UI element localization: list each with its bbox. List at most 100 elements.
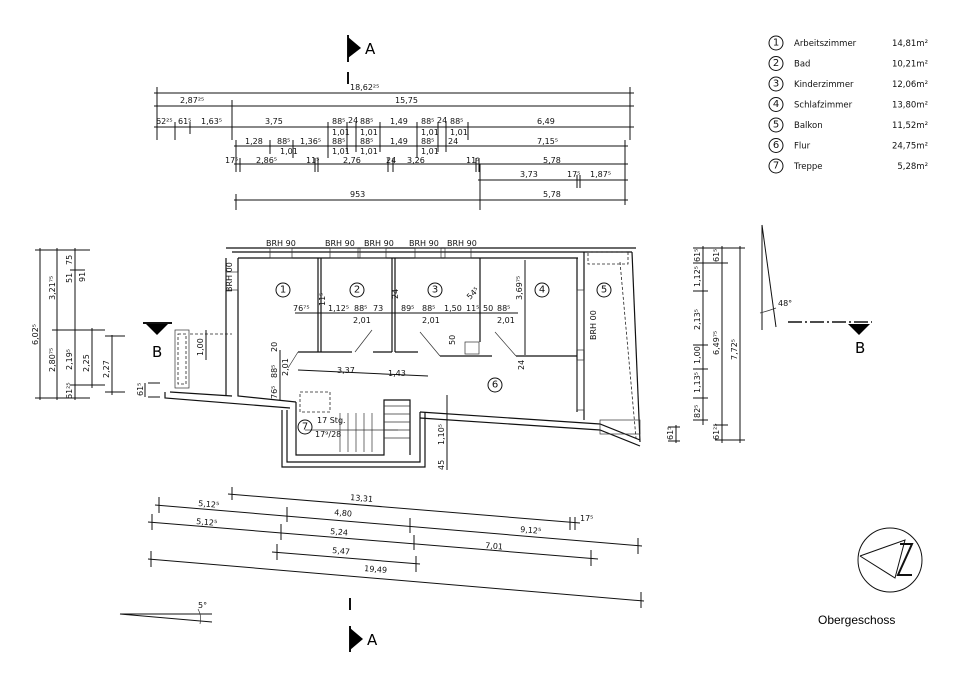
dimension-label: 17⁵ bbox=[567, 170, 580, 179]
dimension-label: 19,49 bbox=[364, 564, 388, 575]
dimension-label: 1 bbox=[280, 285, 286, 296]
dimension-label: 953 bbox=[350, 190, 365, 199]
dimension-label: 2,01 bbox=[422, 316, 440, 325]
dimension-label: 50 bbox=[448, 335, 457, 345]
legend-room-name: Bad bbox=[794, 60, 810, 70]
dimension-label: BRH 00 bbox=[225, 262, 234, 292]
dimension-label: 61⁵ bbox=[666, 427, 675, 440]
dimension-label: 5,12⁵ bbox=[198, 499, 220, 510]
dimension-label: BRH 90 bbox=[266, 239, 296, 248]
dimension-label: 76⁷⁵ bbox=[293, 304, 310, 313]
legend-number: 5 bbox=[773, 120, 779, 131]
dimension-label: 3,69⁷⁵ bbox=[515, 276, 524, 300]
legend-room-area: 11,52m² bbox=[892, 121, 928, 131]
dimension-label: 61⁵ bbox=[712, 249, 721, 262]
dimension-label: BRH 90 bbox=[447, 239, 477, 248]
dimension-label: 91 bbox=[78, 272, 87, 282]
dimension-label: 1,00 bbox=[693, 346, 702, 364]
dimension-label: 17⁵ bbox=[225, 156, 238, 165]
left-dimension-chains bbox=[35, 248, 160, 400]
section-label-a: A bbox=[365, 40, 376, 58]
legend-room-name: Arbeitszimmer bbox=[794, 39, 857, 49]
dimension-label: 61⁵ bbox=[136, 383, 145, 396]
dimension-label: 2,01 bbox=[353, 316, 371, 325]
dimension-label: 88⁵ bbox=[421, 117, 434, 126]
dimension-label: 75 bbox=[65, 255, 74, 265]
legend-room-name: Schlafzimmer bbox=[794, 101, 853, 111]
legend-room-name: Balkon bbox=[794, 121, 823, 131]
dimension-label: 5,47 bbox=[332, 546, 351, 557]
section-marker-b-left: B bbox=[143, 322, 172, 361]
stair-steps: 17 Stg. bbox=[317, 416, 346, 425]
dimension-label: 1,00 bbox=[196, 338, 205, 356]
dimension-label: 11⁵ bbox=[466, 304, 479, 313]
room-number-circle bbox=[768, 56, 784, 71]
legend-room-area: 10,21m² bbox=[892, 60, 928, 70]
dimension-label: 61²⁵ bbox=[712, 423, 721, 440]
north-angle-indicator: 48° bbox=[759, 224, 792, 330]
room-number-circle bbox=[768, 76, 784, 92]
dimension-label: 1,36⁵ bbox=[300, 137, 321, 146]
dimension-label: 1,63⁵ bbox=[201, 117, 222, 126]
dimension-label: 76⁵ bbox=[270, 386, 279, 399]
section-marker-b-right: B bbox=[788, 321, 872, 357]
room-number-circle bbox=[768, 117, 784, 133]
dimension-label: 15,75 bbox=[395, 96, 418, 105]
floor-title: Obergeschoss bbox=[818, 613, 895, 627]
dimension-label: 88⁵ bbox=[421, 137, 434, 146]
dimension-label: 3,75 bbox=[265, 117, 283, 126]
dimension-label: BRH 90 bbox=[325, 239, 355, 248]
dimension-label: 17⁵ bbox=[580, 514, 593, 523]
dimension-label: 54⁵ bbox=[465, 286, 481, 302]
dimension-label: 88⁵ bbox=[422, 304, 435, 313]
dimension-label: 6,49 bbox=[537, 117, 555, 126]
windows bbox=[225, 247, 585, 411]
dimension-label: 88⁵ bbox=[497, 304, 510, 313]
dimension-label: 82⁵ bbox=[693, 405, 702, 418]
room-6: 6 bbox=[487, 377, 503, 393]
dimension-label: 4 bbox=[539, 285, 545, 296]
dimension-label: BRH 90 bbox=[409, 239, 439, 248]
right-dimension-labels: 61⁵ 61⁵ 1,12⁵ 2,13⁵ 1,00 1,13⁵ 82⁵ 6,49⁷… bbox=[666, 249, 739, 440]
legend-number: 7 bbox=[773, 161, 779, 172]
plan-dimension-lines bbox=[205, 260, 526, 470]
dimension-label: 2,13⁵ bbox=[693, 309, 702, 330]
dimension-label: 1,12⁵ bbox=[693, 266, 702, 287]
compass-icon bbox=[857, 527, 923, 593]
right-dimension-chains bbox=[668, 246, 745, 443]
room-3: 3 bbox=[427, 282, 443, 298]
dimension-label: 1,13⁵ bbox=[693, 372, 702, 393]
stair-rise: 17⁹/28 bbox=[315, 430, 341, 439]
bottom-dimension-chains bbox=[147, 487, 645, 608]
dimension-label: 5,78 bbox=[543, 156, 561, 165]
dimension-label: 3,73 bbox=[520, 170, 538, 179]
dimension-label: 9,12⁵ bbox=[520, 525, 542, 536]
dimension-label: 5 bbox=[601, 285, 607, 296]
dimension-label: 24 bbox=[437, 116, 447, 125]
dimension-label: 3,37 bbox=[337, 366, 355, 375]
dimension-label: 62²⁵ bbox=[156, 117, 173, 126]
legend-room-name: Flur bbox=[794, 142, 811, 152]
dimension-label: 88⁵ bbox=[354, 304, 367, 313]
dimension-label: 6 bbox=[492, 380, 498, 391]
dimension-label: 11⁵ bbox=[306, 156, 319, 165]
dimension-label: 24 bbox=[386, 156, 396, 165]
legend-room-area: 14,81m² bbox=[892, 39, 928, 49]
dimension-label: 51 bbox=[65, 273, 74, 283]
dimension-label: 7,72⁵ bbox=[730, 339, 739, 360]
dimension-label: B bbox=[152, 343, 162, 361]
legend-room-area: 5,28m² bbox=[897, 162, 928, 172]
dimension-label: 7,15⁵ bbox=[537, 137, 558, 146]
dimension-label: 18,62²⁵ bbox=[350, 83, 379, 92]
dimension-label: 24 bbox=[348, 116, 358, 125]
dimension-label: 50 bbox=[483, 304, 493, 313]
legend-room-name: Kinderzimmer bbox=[794, 80, 854, 90]
plan-dimension-labels: 76⁷⁵ 11⁵ 1,12⁵ 88⁵ 73 24 89⁵ 88⁵ 1,50 11… bbox=[196, 276, 526, 470]
legend-number: 6 bbox=[773, 140, 779, 151]
dimension-label: 73 bbox=[373, 304, 383, 313]
dimension-label: 1,01 bbox=[280, 147, 298, 156]
dimension-label: 1,10⁵ bbox=[437, 424, 446, 445]
